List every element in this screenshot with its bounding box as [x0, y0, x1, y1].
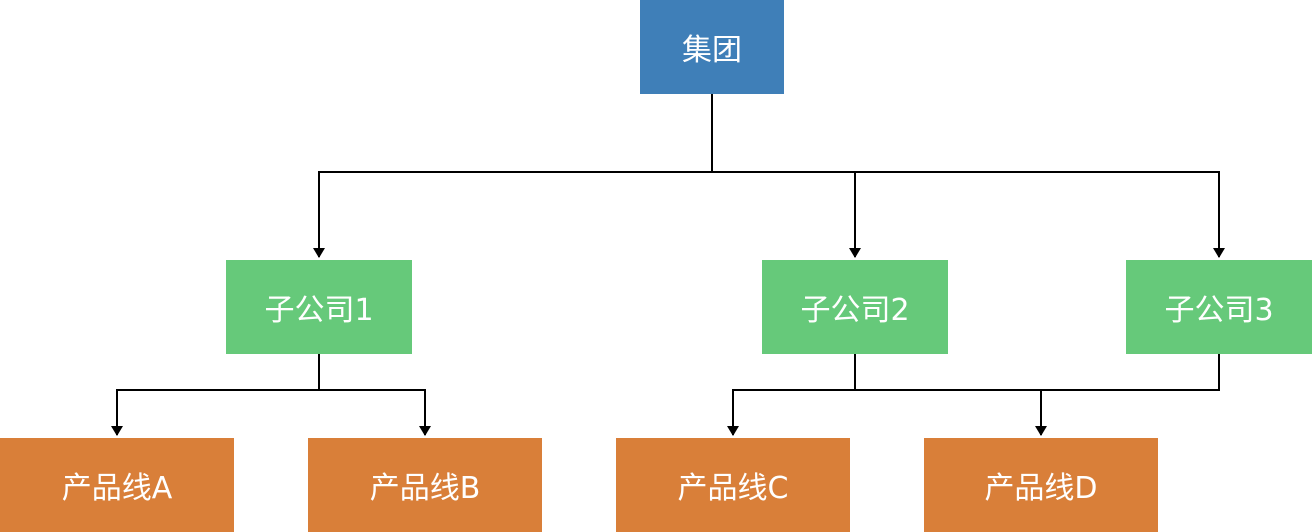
edge-sub3-to-bus	[1041, 354, 1220, 391]
edge-sub1-to-product-a	[111, 354, 320, 436]
node-product-line-a-label: 产品线A	[61, 471, 173, 506]
node-group-label: 集团	[682, 33, 742, 68]
node-product-line-d-label: 产品线D	[984, 471, 1098, 506]
node-subsidiary-3-label: 子公司3	[1164, 293, 1274, 328]
edge-sub2-to-product-d	[855, 389, 1047, 436]
node-product-line-a: 产品线A	[0, 438, 234, 532]
node-product-line-b-label: 产品线B	[369, 471, 481, 506]
node-subsidiary-3: 子公司3	[1126, 260, 1312, 354]
node-subsidiary-2: 子公司2	[762, 260, 948, 354]
edge-sub2-to-product-c	[727, 354, 856, 436]
node-product-line-b: 产品线B	[308, 438, 542, 532]
node-subsidiary-1: 子公司1	[226, 260, 412, 354]
node-subsidiary-2-label: 子公司2	[800, 293, 910, 328]
node-group: 集团	[640, 0, 784, 94]
node-subsidiary-1-label: 子公司1	[264, 293, 374, 328]
node-product-line-c: 产品线C	[616, 438, 850, 532]
edge-root-to-sub2	[712, 171, 861, 258]
edge-root-to-sub1	[313, 94, 713, 258]
node-product-line-c-label: 产品线C	[677, 471, 789, 506]
node-product-line-d: 产品线D	[924, 438, 1158, 532]
edge-root-to-sub3	[855, 171, 1225, 258]
edge-sub1-to-product-b	[319, 389, 431, 436]
